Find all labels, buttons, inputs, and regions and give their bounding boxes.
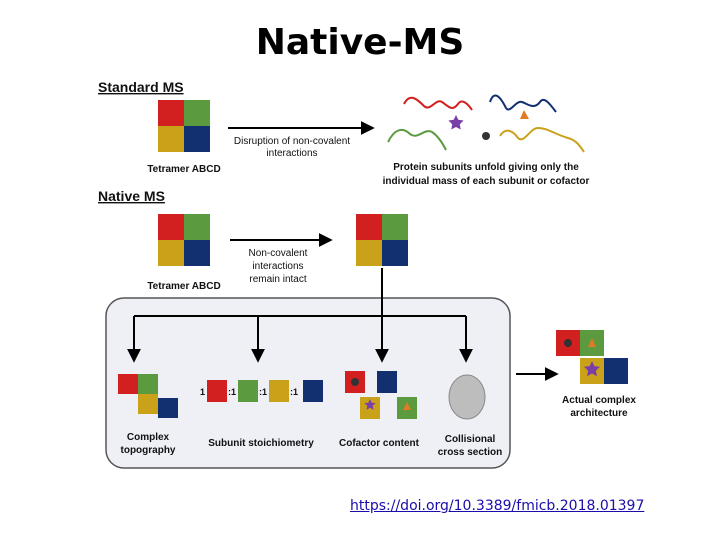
cofactor-star-icon <box>448 115 464 130</box>
architecture-label-1: Actual complex <box>562 395 636 406</box>
branch-arrows <box>127 268 473 363</box>
cofactor-panel-star-icon <box>364 399 376 410</box>
cofactor-panel-triangle-icon <box>403 402 411 410</box>
native-tetramer <box>158 214 210 266</box>
stoichiometry-label: Subunit stoichiometry <box>208 438 314 449</box>
topography-label-2: topography <box>121 445 176 456</box>
stoich-ratio-c: :1 <box>259 387 267 397</box>
intact-label-1: Non-covalent <box>249 248 308 259</box>
unfolded-subunits <box>387 94 585 153</box>
architecture-star-icon <box>584 361 600 377</box>
cofactor-label: Cofactor content <box>339 438 420 449</box>
topography-label-1: Complex <box>127 432 170 443</box>
intact-label-3: remain intact <box>249 274 306 285</box>
architecture-dot-icon <box>564 339 572 347</box>
stoichiometry-squares <box>207 380 323 402</box>
ccs-ellipse <box>448 374 486 420</box>
stoich-ratio-d: :1 <box>290 387 298 397</box>
disruption-label-1: Disruption of non-covalent <box>234 136 350 147</box>
standard-result-line-1: Protein subunits unfold giving only the <box>393 162 579 173</box>
intact-tetramer <box>356 214 408 266</box>
cofactor-triangle-icon <box>520 110 529 119</box>
doi-link[interactable]: https://doi.org/10.3389/fmicb.2018.01397 <box>350 498 645 514</box>
cofactor-dot-icon <box>482 132 490 140</box>
architecture-squares <box>556 330 628 384</box>
standard-tetramer-label: Tetramer ABCD <box>147 164 220 175</box>
stoich-ratio-a: 1 <box>200 387 205 397</box>
architecture-label-2: architecture <box>570 408 628 419</box>
disruption-label-2: interactions <box>266 148 317 159</box>
topography-squares <box>118 374 178 418</box>
native-ms-heading: Native MS <box>98 188 165 204</box>
ccs-label-1: Collisional <box>445 434 496 445</box>
stoich-ratio-b: :1 <box>228 387 236 397</box>
cofactor-panel-dot-icon <box>351 378 359 386</box>
architecture-triangle-icon <box>588 338 596 347</box>
standard-tetramer <box>158 100 210 152</box>
standard-ms-heading: Standard MS <box>98 79 184 95</box>
native-tetramer-label: Tetramer ABCD <box>147 281 220 292</box>
standard-result-line-2: individual mass of each subunit or cofac… <box>383 176 590 187</box>
page-title: Native-MS <box>255 22 465 63</box>
ccs-label-2: cross section <box>438 447 502 458</box>
intact-label-2: interactions <box>252 261 303 272</box>
